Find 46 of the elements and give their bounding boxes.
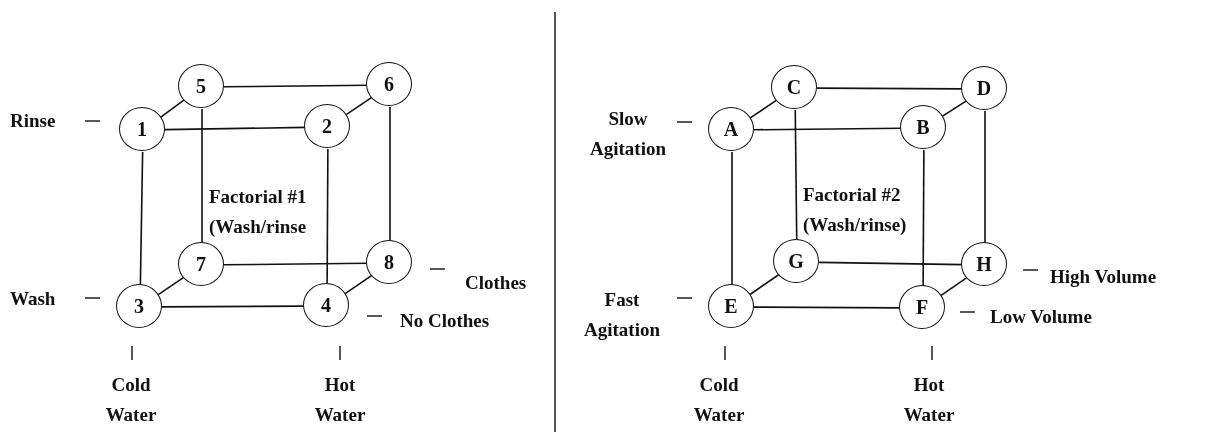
connector-line [157, 276, 185, 296]
connector-line [749, 273, 780, 296]
level-label: Wash [10, 287, 56, 311]
connector-line [139, 151, 144, 286]
connector-line [389, 106, 391, 242]
level-label: Rinse [10, 109, 56, 133]
connector-line [749, 99, 778, 119]
connector-line [160, 99, 185, 118]
level-label: Cold Water [104, 373, 158, 427]
connector-line [922, 149, 925, 287]
level-label: Clothes [465, 271, 527, 295]
level-label: High Volume [1050, 265, 1157, 289]
state-circle: 6 [366, 62, 412, 106]
state-circle: G [773, 239, 819, 283]
level-label: Low Volume [990, 305, 1092, 329]
state-circle: B [900, 105, 946, 149]
level-label: Cold Water [692, 373, 746, 427]
level-label: Slow Agitation [589, 107, 667, 161]
connector-line [941, 100, 968, 117]
state-circle: 4 [303, 283, 349, 327]
state-circle: A [708, 107, 754, 151]
cube-title: Factorial #2 (Wash/rinse) [803, 183, 908, 237]
state-circle: F [899, 285, 945, 329]
connector-line [731, 151, 733, 286]
state-circle: H [961, 242, 1007, 286]
connector-line [345, 96, 373, 116]
level-label: Hot Water [902, 373, 956, 427]
level-label: Hot Water [313, 373, 367, 427]
connector-line [344, 274, 373, 295]
state-circle: 3 [116, 284, 162, 328]
connector-line [794, 109, 798, 241]
cube-title: Factorial #1 (Wash/rinse [209, 185, 308, 239]
connector-line [201, 108, 203, 244]
state-circle: 1 [119, 107, 165, 151]
state-circle: E [708, 284, 754, 328]
state-circle: 8 [366, 240, 412, 284]
connector-line [940, 276, 968, 297]
level-label: No Clothes [400, 309, 490, 333]
level-label: Fast Agitation [583, 288, 661, 342]
state-circle: 7 [178, 242, 224, 286]
state-circle: D [961, 66, 1007, 110]
state-circle: 5 [178, 64, 224, 108]
state-circle: 2 [304, 104, 350, 148]
connector-line [326, 148, 329, 285]
state-circle: C [771, 65, 817, 109]
connector-line [984, 110, 986, 244]
